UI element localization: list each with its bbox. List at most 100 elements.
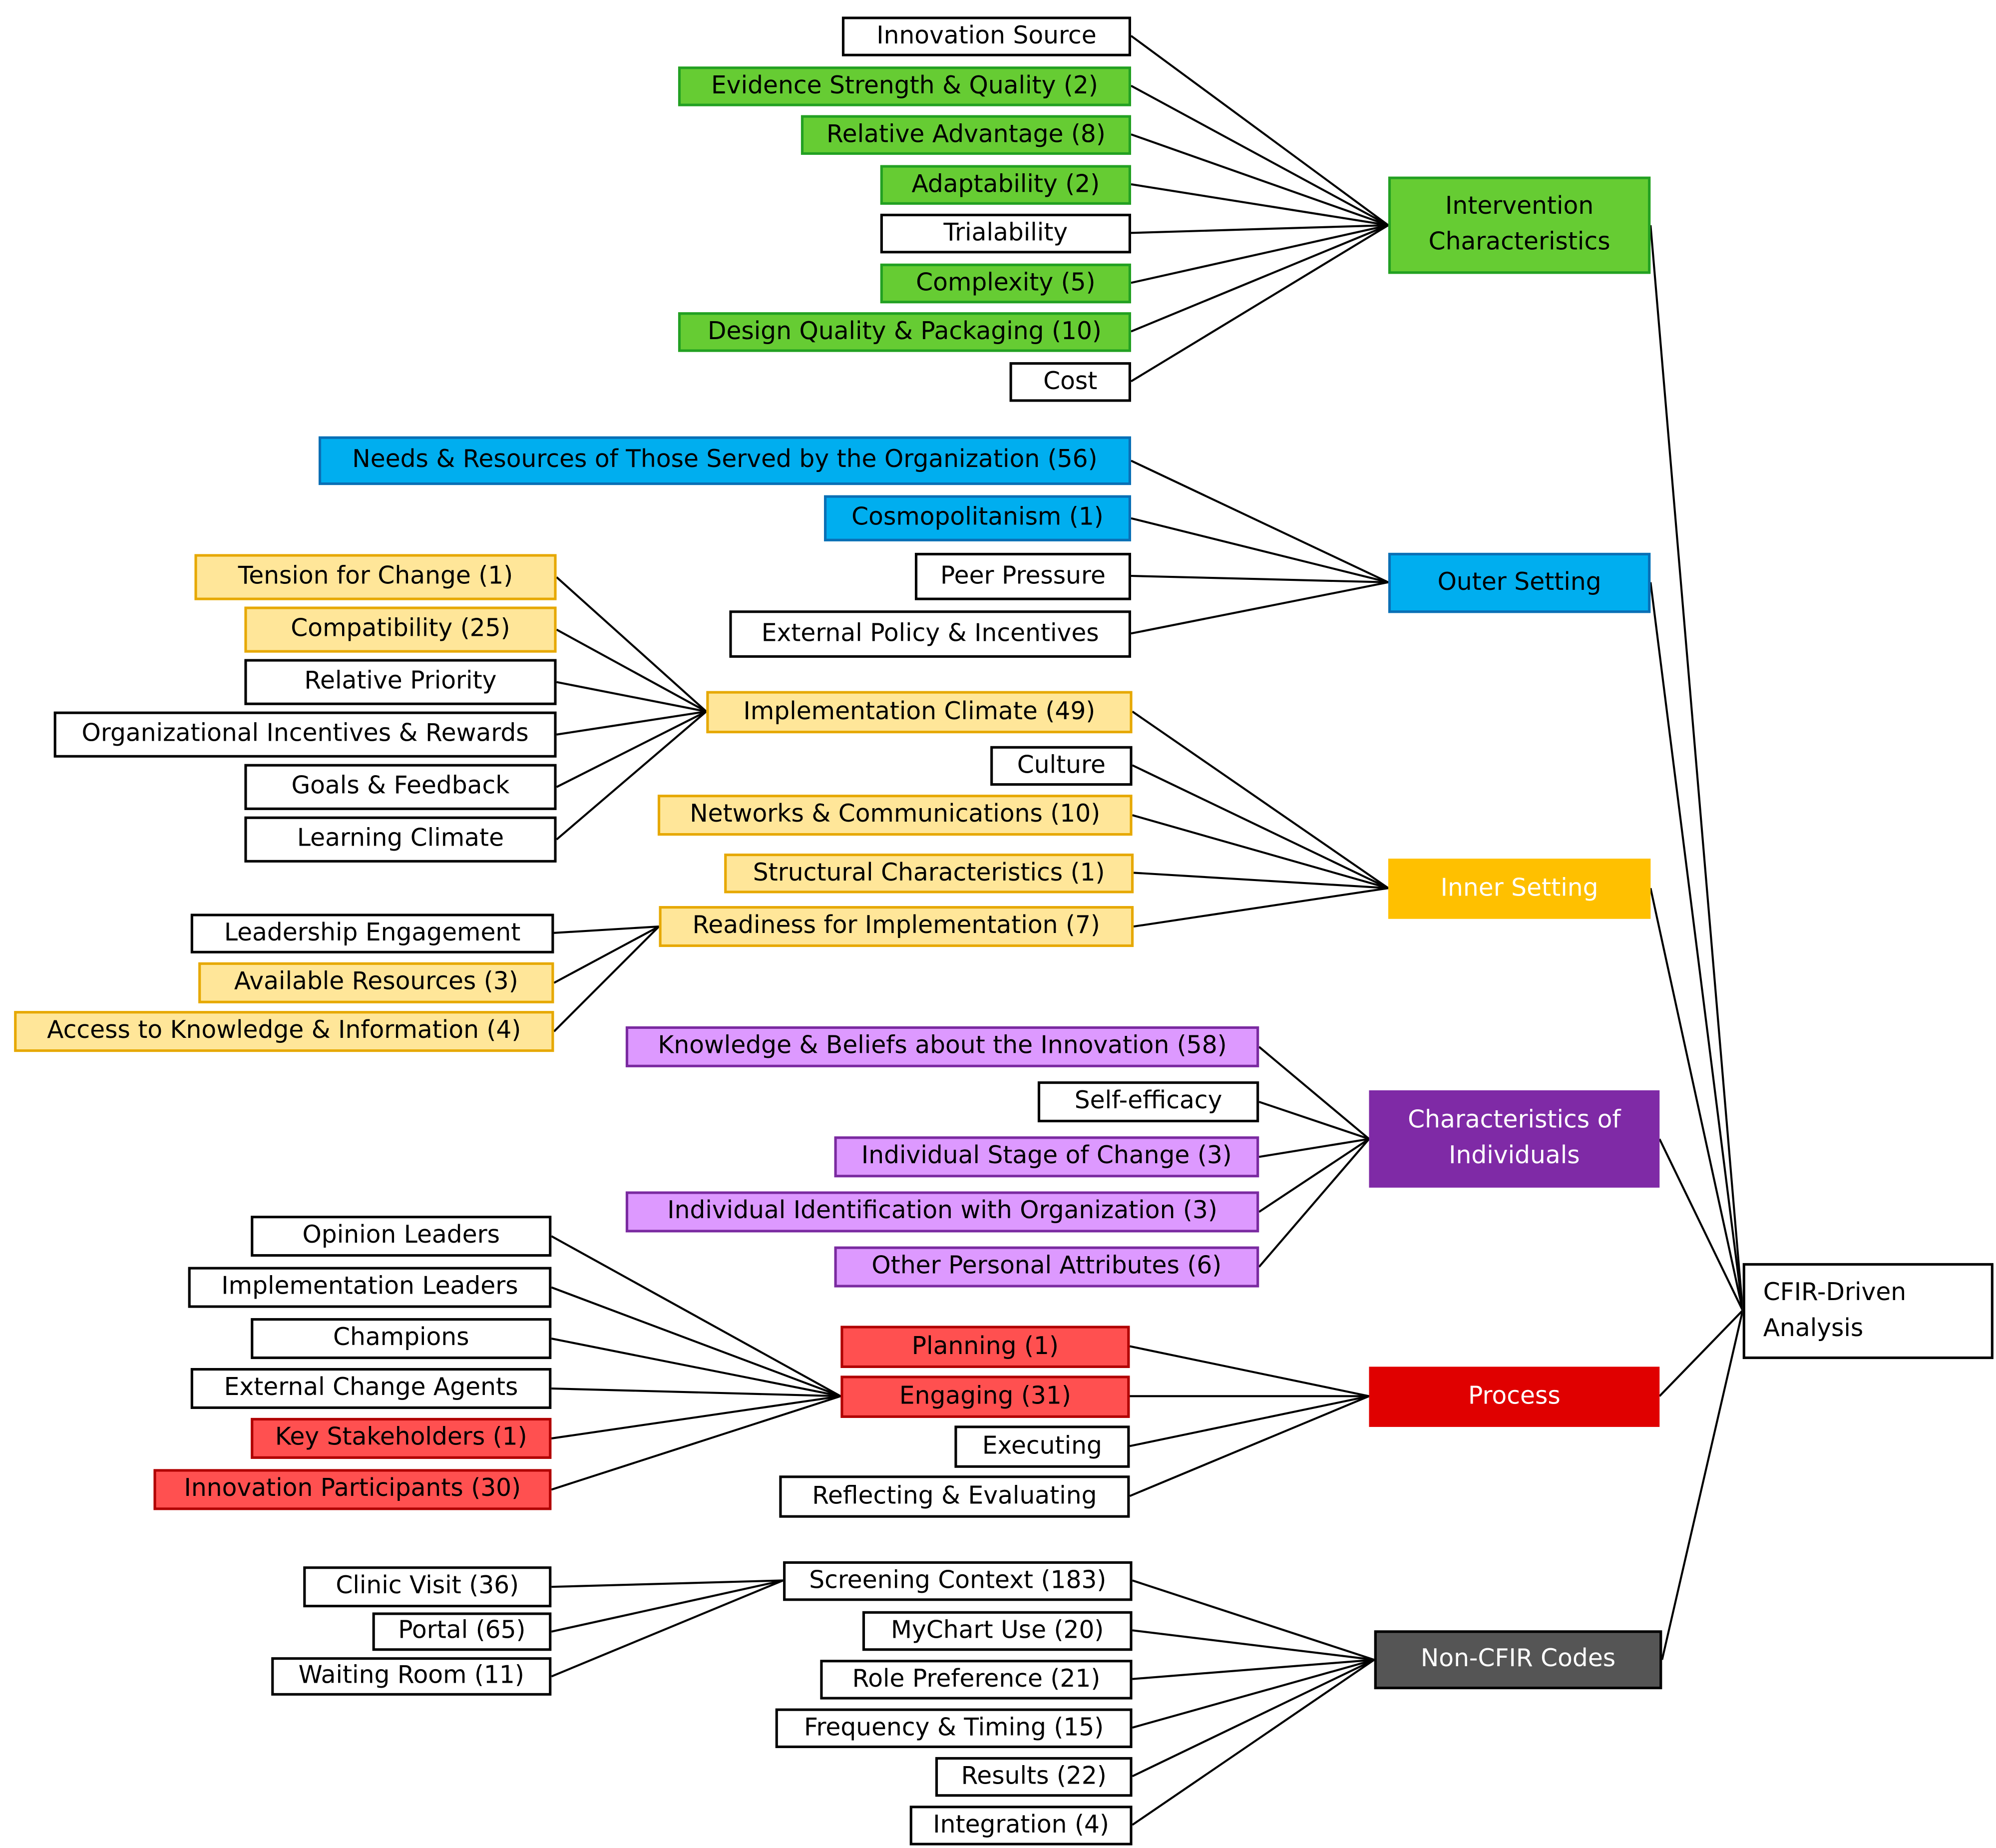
domain-intervention-characteristics: Intervention Characteristics — [1388, 176, 1651, 274]
node-implementation-climate: Implementation Climate (49) — [706, 691, 1133, 734]
node-goals-feedback: Goals & Feedback — [244, 764, 557, 810]
connector-line — [1258, 1101, 1370, 1140]
node-access-knowledge: Access to Knowledge & Information (4) — [14, 1011, 554, 1052]
connector-line — [1258, 1138, 1370, 1268]
connector-line — [1131, 517, 1389, 583]
node-engaging: Engaging (31) — [840, 1376, 1130, 1418]
node-learning-climate: Learning Climate — [244, 816, 557, 863]
connector-line — [551, 1286, 841, 1397]
connector-line — [556, 628, 707, 713]
node-frequency-timing: Frequency & Timing (15) — [775, 1708, 1133, 1748]
node-opinion-leaders: Opinion Leaders — [251, 1216, 552, 1257]
node-cosmopolitanism: Cosmopolitanism (1) — [824, 495, 1131, 541]
node-needs-resources: Needs & Resources of Those Served by the… — [318, 436, 1131, 485]
connector-line — [1132, 1579, 1375, 1661]
connector-line — [556, 710, 707, 736]
connector-line — [1130, 1395, 1369, 1447]
node-networks: Networks & Communications (10) — [657, 795, 1133, 836]
connector-line — [1131, 460, 1389, 583]
node-clinic-visit: Clinic Visit (36) — [303, 1566, 552, 1608]
node-other-attributes: Other Personal Attributes (6) — [834, 1246, 1259, 1288]
root-cfir-driven-analysis: CFIR-Driven Analysis — [1742, 1263, 1994, 1360]
node-org-incentives: Organizational Incentives & Rewards — [53, 711, 557, 758]
connector-line — [556, 711, 707, 841]
connector-line — [556, 710, 707, 788]
node-planning: Planning (1) — [840, 1326, 1130, 1368]
node-tension-for-change: Tension for Change (1) — [194, 554, 557, 600]
connector-line — [551, 1579, 784, 1678]
connector-line — [1129, 1395, 1370, 1497]
node-trialability: Trialability — [880, 213, 1131, 254]
node-screening-context: Screening Context (183) — [783, 1561, 1133, 1601]
connector-line — [553, 925, 660, 1032]
connector-line — [551, 1579, 784, 1633]
connector-line — [1133, 887, 1389, 928]
node-cost: Cost — [1009, 362, 1131, 402]
node-evidence-strength: Evidence Strength & Quality (2) — [678, 66, 1131, 106]
node-complexity: Complexity (5) — [880, 263, 1131, 304]
connector-line — [1649, 225, 1744, 1311]
connector-line — [1131, 224, 1389, 234]
connector-line — [551, 1235, 841, 1397]
connector-line — [1130, 224, 1389, 383]
connector-line — [1658, 1310, 1744, 1397]
node-readiness: Readiness for Implementation (7) — [659, 906, 1134, 947]
node-leadership: Leadership Engagement — [190, 914, 554, 953]
connector-line — [554, 925, 659, 934]
connector-line — [551, 1338, 841, 1397]
connector-line — [551, 1579, 784, 1588]
connector-line — [1131, 84, 1389, 226]
node-innovation-participants: Innovation Participants (30) — [153, 1469, 552, 1510]
connector-line — [1132, 764, 1389, 890]
domain-process: Process — [1369, 1367, 1660, 1427]
node-waiting-room: Waiting Room (11) — [271, 1657, 552, 1696]
node-role-preference: Role Preference (21) — [820, 1660, 1133, 1700]
node-innovation-source: Innovation Source — [841, 16, 1131, 56]
connector-line — [1132, 1659, 1375, 1729]
connector-line — [1132, 814, 1389, 890]
connector-line — [1130, 35, 1389, 226]
node-compatibility: Compatibility (25) — [244, 606, 557, 653]
node-culture: Culture — [990, 746, 1133, 786]
node-external-agents: External Change Agents — [190, 1368, 552, 1409]
node-identification: Individual Identification with Organizat… — [625, 1191, 1259, 1233]
connector-line — [1133, 872, 1389, 890]
domain-characteristics-of-individuals: Characteristics of Individuals — [1369, 1090, 1660, 1188]
connector-line — [1131, 224, 1389, 333]
node-executing: Executing — [954, 1425, 1130, 1468]
node-champions: Champions — [251, 1318, 552, 1360]
domain-inner-setting: Inner Setting — [1388, 859, 1651, 919]
domain-non-cfir-codes: Non-CFIR Codes — [1374, 1630, 1662, 1690]
node-relative-advantage: Relative Advantage (8) — [800, 115, 1131, 155]
node-design-quality: Design Quality & Packaging (10) — [678, 312, 1131, 352]
node-results: Results (22) — [935, 1757, 1133, 1797]
node-structural: Structural Characteristics (1) — [724, 853, 1134, 894]
node-stage-of-change: Individual Stage of Change (3) — [834, 1136, 1259, 1178]
node-external-policy: External Policy & Incentives — [729, 610, 1131, 658]
connector-line — [556, 681, 707, 713]
connector-line — [1131, 224, 1389, 284]
connector-line — [1132, 710, 1389, 889]
connector-line — [551, 1395, 841, 1439]
node-knowledge-beliefs: Knowledge & Beliefs about the Innovation… — [625, 1026, 1259, 1067]
connector-line — [1258, 1138, 1370, 1213]
connector-line — [1661, 1310, 1744, 1660]
connector-line — [1131, 574, 1389, 583]
connector-line — [553, 925, 660, 984]
connector-line — [1258, 1046, 1370, 1140]
connector-line — [1131, 133, 1389, 226]
node-adaptability: Adaptability (2) — [880, 165, 1131, 205]
connector-line — [1132, 1629, 1375, 1661]
connector-line — [1258, 1138, 1369, 1158]
connector-line — [1658, 1138, 1744, 1311]
connector-line — [1649, 888, 1744, 1311]
node-key-stakeholders: Key Stakeholders (1) — [251, 1417, 552, 1459]
connector-line — [1131, 183, 1389, 226]
node-peer-pressure: Peer Pressure — [914, 552, 1131, 600]
connector-line — [1131, 581, 1389, 635]
node-relative-priority: Relative Priority — [244, 659, 557, 705]
node-portal: Portal (65) — [372, 1612, 552, 1651]
connector-line — [551, 1395, 841, 1491]
